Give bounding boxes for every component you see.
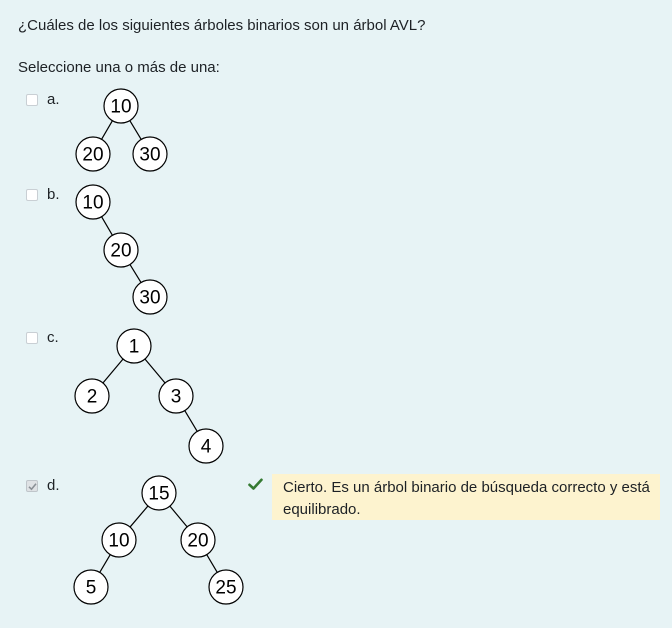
tree-node-label: 25 — [215, 578, 236, 599]
feedback-text: Cierto. Es un árbol binario de búsqueda … — [283, 479, 650, 518]
tree-edge — [144, 358, 166, 384]
tree-node-label: 10 — [110, 97, 131, 118]
tree-node: 30 — [132, 279, 168, 315]
tree-node-label: 10 — [108, 531, 129, 552]
tree-edge — [129, 264, 142, 283]
tree-node-label: 4 — [201, 437, 212, 458]
tree-node-label: 3 — [171, 387, 182, 408]
tree-node-circle — [180, 522, 216, 558]
tree-node-label: 1 — [129, 337, 140, 358]
tree-node-label: 20 — [82, 145, 103, 166]
tree-node-label: 15 — [148, 484, 169, 505]
answer-prompt: Seleccione una o más de una: — [18, 59, 220, 76]
tree-node-circle — [73, 569, 109, 605]
tree-edge — [206, 554, 218, 573]
option-c-letter: c. — [47, 329, 59, 346]
tree-node-circle — [208, 569, 244, 605]
option-b-letter: b. — [47, 186, 60, 203]
check-icon — [248, 478, 263, 490]
tree-node-circle — [132, 279, 168, 315]
tree-node-label: 20 — [110, 241, 131, 262]
tree-edge — [169, 505, 188, 528]
tree-node: 15 — [141, 475, 177, 511]
tree-node: 4 — [188, 428, 224, 464]
tree-node-circle — [141, 475, 177, 511]
tree-node: 10 — [75, 184, 111, 220]
option-c-checkbox[interactable] — [26, 332, 38, 344]
tree-node-label: 5 — [86, 578, 97, 599]
tree-node-label: 30 — [139, 145, 160, 166]
tree-edge — [129, 505, 149, 528]
tree-node-circle — [74, 378, 110, 414]
tree-node-circle — [103, 232, 139, 268]
tree-node-circle — [132, 136, 168, 172]
option-d-letter: d. — [47, 477, 60, 494]
tree-edge — [184, 410, 198, 432]
tree-node: 20 — [75, 136, 111, 172]
tree-edge — [101, 120, 113, 140]
tree-node-circle — [75, 136, 111, 172]
tree-edge — [129, 120, 142, 140]
tree-node: 20 — [180, 522, 216, 558]
tree-node-label: 2 — [87, 387, 98, 408]
checkbox-check-icon — [28, 483, 37, 491]
option-a-letter: a. — [47, 91, 60, 108]
tree-node-circle — [188, 428, 224, 464]
tree-edge — [101, 216, 113, 236]
tree-node-label: 30 — [139, 288, 160, 309]
tree-node-circle — [158, 378, 194, 414]
tree-node: 5 — [73, 569, 109, 605]
tree-node-circle — [101, 522, 137, 558]
question-text: ¿Cuáles de los siguientes árboles binari… — [18, 17, 426, 34]
tree-node: 10 — [103, 88, 139, 124]
tree-node: 25 — [208, 569, 244, 605]
tree-edge — [99, 554, 111, 573]
tree-node-circle — [103, 88, 139, 124]
feedback-box: Cierto. Es un árbol binario de búsqueda … — [272, 474, 660, 520]
tree-node-label: 10 — [82, 193, 103, 214]
tree-node: 2 — [74, 378, 110, 414]
option-a-checkbox[interactable] — [26, 94, 38, 106]
tree-node: 30 — [132, 136, 168, 172]
tree-node-circle — [75, 184, 111, 220]
tree-node-circle — [116, 328, 152, 364]
tree-edge — [102, 358, 124, 384]
tree-node: 1 — [116, 328, 152, 364]
tree-node: 3 — [158, 378, 194, 414]
option-d-checkbox[interactable] — [26, 480, 38, 492]
tree-node-label: 20 — [187, 531, 208, 552]
option-b-checkbox[interactable] — [26, 189, 38, 201]
tree-node: 20 — [103, 232, 139, 268]
tree-node: 10 — [101, 522, 137, 558]
